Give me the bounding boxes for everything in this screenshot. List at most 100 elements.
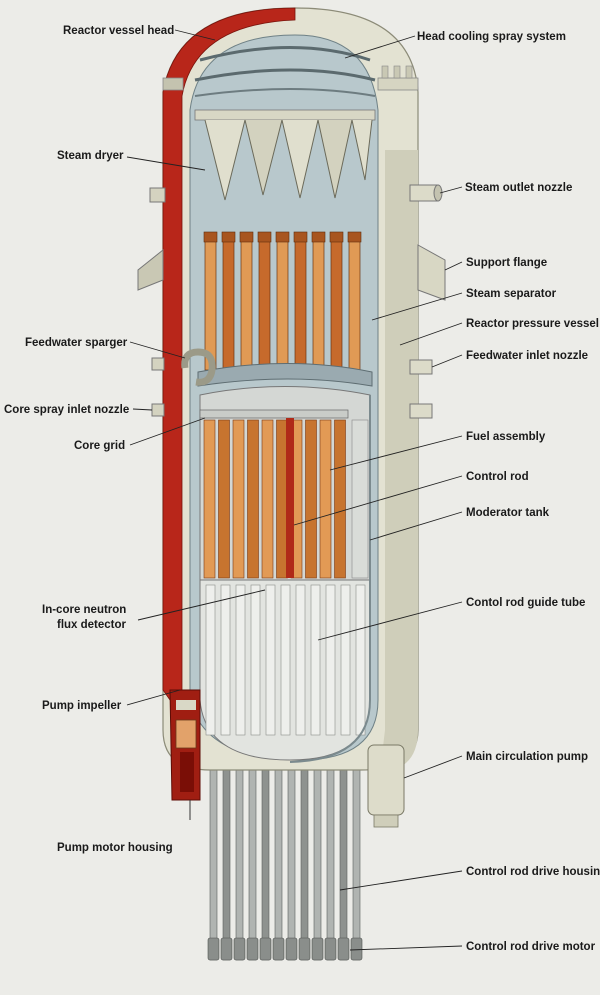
drive-housing <box>261 759 270 961</box>
drive-motor <box>233 937 246 961</box>
guide-tube <box>250 584 261 736</box>
drive-housing <box>287 759 296 961</box>
reactor-core <box>199 386 371 581</box>
fuel-assembly <box>276 419 288 579</box>
drive-housing <box>313 759 322 961</box>
guide-tube <box>295 584 306 736</box>
drive-housing <box>300 759 309 961</box>
label-head-cooling-spray-system: Head cooling spray system <box>417 31 566 43</box>
labels: Reactor vessel head Head cooling spray s… <box>4 25 600 953</box>
label-reactor-pressure-vessel: Reactor pressure vessel <box>466 318 599 330</box>
leader-lines <box>126 29 463 951</box>
label-core-spray-inlet-nozzle: Core spray inlet nozzle <box>4 404 129 416</box>
steam-separator-tube <box>276 239 289 371</box>
steam-separator-tube <box>222 239 235 371</box>
label-support-flange: Support flange <box>466 257 547 269</box>
steam-separator-tube <box>294 239 307 371</box>
fuel-assembly <box>218 419 230 579</box>
label-feedwater-inlet-nozzle: Feedwater inlet nozzle <box>466 350 588 362</box>
core-grid <box>199 409 349 419</box>
fuel-assembly <box>261 419 274 579</box>
drive-motor <box>220 937 233 961</box>
head-flange-bolts <box>162 65 419 91</box>
label-moderator-tank: Moderator tank <box>466 507 550 519</box>
label-pump-impeller: Pump impeller <box>42 700 122 712</box>
drive-housing <box>326 759 335 961</box>
drive-housing <box>352 759 361 961</box>
label-control-rod: Control rod <box>466 471 529 483</box>
guide-tube <box>355 584 366 736</box>
separator-deck <box>197 363 373 387</box>
drive-motor <box>324 937 337 961</box>
guide-tube <box>310 584 321 736</box>
fuel-assembly <box>319 419 332 579</box>
drive-motor <box>298 937 311 961</box>
drive-motor <box>259 937 272 961</box>
guide-tube <box>220 584 231 736</box>
label-main-circulation-pump: Main circulation pump <box>466 751 588 763</box>
steam-separator-cap <box>221 231 236 243</box>
feedwater-sparger <box>181 348 216 386</box>
fuel-assembly <box>305 419 317 579</box>
steam-outlet-nozzle <box>149 184 443 203</box>
steam-separator-tube <box>348 239 361 371</box>
steam-separator-cap <box>311 231 326 243</box>
drive-motor <box>207 937 220 961</box>
control-rod-drive-housings <box>207 759 363 961</box>
label-fuel-assembly: Fuel assembly <box>466 431 546 443</box>
drive-housing <box>248 759 257 961</box>
guide-tube <box>340 584 351 736</box>
feedwater-inlet-nozzle <box>409 359 433 419</box>
steam-dryer <box>194 109 376 201</box>
steam-separator-cap <box>329 231 344 243</box>
control-rod <box>286 418 294 578</box>
steam-separator-cap <box>293 231 308 243</box>
drive-motor <box>272 937 285 961</box>
drive-housing <box>222 759 231 961</box>
label-steam-separator: Steam separator <box>466 288 557 300</box>
label-steam-outlet-nozzle: Steam outlet nozzle <box>465 182 572 194</box>
label-feedwater-sparger: Feedwater sparger <box>25 337 128 349</box>
steam-separator-tube <box>330 239 343 371</box>
main-circulation-pump <box>367 744 405 828</box>
steam-separator-tube <box>312 239 325 371</box>
fuel-assemblies <box>203 419 369 579</box>
moderator-tank <box>289 395 371 763</box>
label-core-grid: Core grid <box>74 440 125 452</box>
steam-separator-tube <box>258 239 271 371</box>
guide-tube <box>265 584 276 736</box>
fuel-assembly <box>334 419 346 579</box>
drive-motor <box>285 937 298 961</box>
guide-tube <box>205 584 216 736</box>
drive-housing <box>209 759 218 961</box>
guide-tube <box>235 584 246 736</box>
drive-motor <box>337 937 350 961</box>
label-pump-motor-housing: Pump motor housing <box>57 842 173 854</box>
fuel-assembly <box>232 419 245 579</box>
steam-separator-cap <box>275 231 290 243</box>
fuel-assembly <box>203 419 216 579</box>
drive-motor <box>311 937 324 961</box>
core-spray-inlet-nozzle <box>151 357 165 417</box>
drive-housing <box>339 759 348 961</box>
pump-assembly-left <box>169 689 201 820</box>
steam-separator-cap <box>239 231 254 243</box>
label-control-rod-drive-motor: Control rod drive motor <box>466 941 596 953</box>
steam-separator-cap <box>257 231 272 243</box>
label-in-core-detector-line2: flux detector <box>57 619 127 631</box>
label-reactor-vessel-head: Reactor vessel head <box>63 25 174 37</box>
control-rod-guide-tubes <box>199 579 371 761</box>
steam-separator-cap <box>347 231 362 243</box>
fuel-assembly <box>247 419 259 579</box>
label-steam-dryer: Steam dryer <box>57 150 124 162</box>
guide-tube <box>325 584 336 736</box>
reflector <box>351 419 369 579</box>
steam-separator-cap <box>203 231 218 243</box>
drive-housing <box>235 759 244 961</box>
label-control-rod-drive-housing: Control rod drive housing <box>466 866 600 878</box>
drive-housing <box>274 759 283 961</box>
support-flange <box>137 244 446 301</box>
guide-tube <box>280 584 291 736</box>
steam-separators <box>203 231 362 371</box>
